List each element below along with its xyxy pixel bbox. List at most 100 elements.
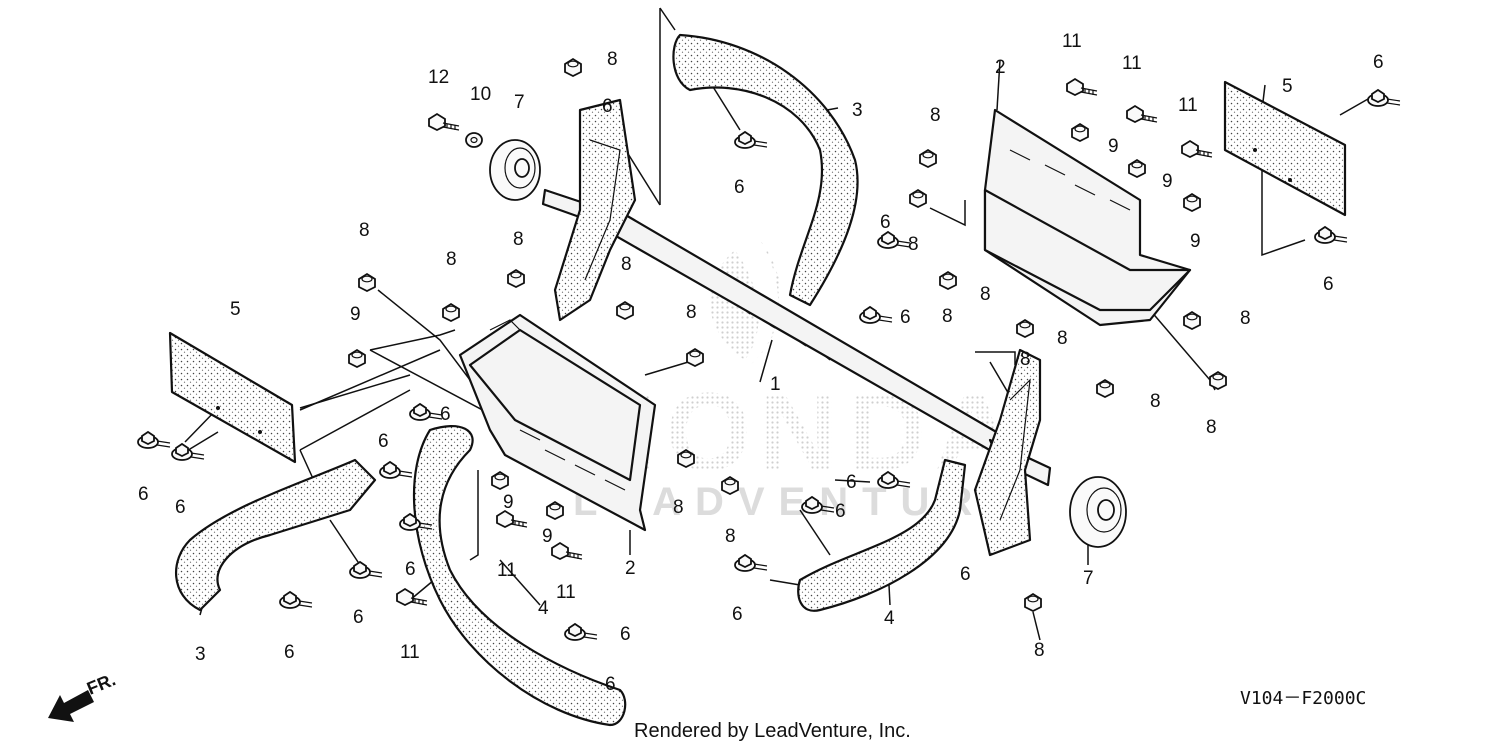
- flange-bolt-6: [1367, 89, 1401, 107]
- callout-6: 6: [1373, 52, 1384, 73]
- bolt-11: [1066, 78, 1098, 96]
- flange-bolt-6: [859, 306, 893, 324]
- callout-1: 1: [770, 374, 781, 395]
- callout-2: 2: [625, 558, 636, 579]
- callout-11: 11: [1122, 53, 1142, 74]
- callout-6: 6: [284, 642, 295, 663]
- callout-6: 6: [138, 484, 149, 505]
- callout-9: 9: [503, 492, 514, 513]
- callout-11: 11: [497, 560, 517, 581]
- pad-5-right: [1223, 80, 1347, 217]
- callout-11: 11: [1062, 31, 1082, 52]
- callout-5: 5: [1282, 76, 1293, 97]
- nut-9: [491, 471, 509, 490]
- callout-2: 2: [995, 57, 1006, 78]
- nut-8: [507, 269, 525, 288]
- flange-bolt-6: [279, 591, 313, 609]
- flange-bolt-6: [137, 431, 171, 449]
- callout-8: 8: [359, 220, 370, 241]
- callout-6: 6: [880, 212, 891, 233]
- callout-7: 7: [1083, 568, 1094, 589]
- nut-9: [1183, 193, 1201, 212]
- callout-5: 5: [230, 299, 241, 320]
- callout-8: 8: [942, 306, 953, 327]
- callout-8: 8: [1020, 349, 1031, 370]
- callout-11: 11: [400, 642, 420, 663]
- auger-blade-4-right: [797, 458, 967, 612]
- callout-6: 6: [405, 559, 416, 580]
- nut-8: [1024, 593, 1042, 612]
- callout-8: 8: [1150, 391, 1161, 412]
- housing-2-center: [458, 313, 657, 532]
- nut-8: [721, 476, 739, 495]
- flange-bolt-6: [349, 561, 383, 579]
- callout-6: 6: [378, 431, 389, 452]
- bearing-7-top: [489, 139, 541, 201]
- nut-9: [1071, 123, 1089, 142]
- bolt-12: [428, 113, 460, 131]
- flange-bolt-6: [734, 554, 768, 572]
- flange-bolt-6: [877, 231, 911, 249]
- callout-6: 6: [732, 604, 743, 625]
- nut-8: [564, 58, 582, 77]
- front-arrow-icon: [48, 690, 94, 722]
- render-credit: Rendered by LeadVenture, Inc.: [634, 720, 911, 742]
- housing-2-right: [983, 108, 1192, 327]
- callout-8: 8: [686, 302, 697, 323]
- callout-9: 9: [1162, 171, 1173, 192]
- callout-8: 8: [1240, 308, 1251, 329]
- callout-3: 3: [195, 644, 206, 665]
- callout-3: 3: [852, 100, 863, 121]
- callout-6: 6: [960, 564, 971, 585]
- bolt-11: [551, 542, 583, 560]
- bolt-11: [396, 588, 428, 606]
- nut-8: [677, 449, 695, 468]
- callout-6: 6: [734, 177, 745, 198]
- callout-6: 6: [900, 307, 911, 328]
- nut-8: [1183, 311, 1201, 330]
- callout-8: 8: [607, 49, 618, 70]
- callout-9: 9: [542, 526, 553, 547]
- front-direction: FR.: [48, 669, 118, 722]
- callout-6: 6: [620, 624, 631, 645]
- callout-6: 6: [440, 404, 451, 425]
- callout-6: 6: [835, 501, 846, 522]
- bearing-7-bottom: [1069, 476, 1127, 548]
- bolt-11: [1181, 140, 1213, 158]
- nut-8: [919, 149, 937, 168]
- callout-8: 8: [446, 249, 457, 270]
- nut-8: [939, 271, 957, 290]
- auger-blade-3-left: [175, 458, 377, 612]
- callout-6: 6: [1323, 274, 1334, 295]
- callout-12: 12: [428, 67, 449, 88]
- nut-9: [348, 349, 366, 368]
- pad-5-left: [168, 331, 297, 464]
- callout-6: 6: [175, 497, 186, 518]
- callout-11: 11: [556, 582, 576, 603]
- auger-blade-3-top: [672, 33, 859, 307]
- callout-6: 6: [846, 472, 857, 493]
- nut-8: [1016, 319, 1034, 338]
- callout-6: 6: [605, 674, 616, 695]
- nut-9: [546, 501, 564, 520]
- diagram-code: V104－F2000C: [1240, 688, 1366, 709]
- callout-10: 10: [470, 84, 491, 105]
- callout-9: 9: [1190, 231, 1201, 252]
- nut-8: [1096, 379, 1114, 398]
- bolt-11: [1126, 105, 1158, 123]
- callout-9: 9: [1108, 136, 1119, 157]
- callout-8: 8: [725, 526, 736, 547]
- callout-9: 9: [350, 304, 361, 325]
- callout-8: 8: [673, 497, 684, 518]
- nut-9: [1128, 159, 1146, 178]
- flange-bolt-6: [734, 131, 768, 149]
- callout-8: 8: [980, 284, 991, 305]
- callout-8: 8: [930, 105, 941, 126]
- callout-6: 6: [353, 607, 364, 628]
- auger-hub-left: [553, 98, 637, 322]
- callout-8: 8: [1034, 640, 1045, 661]
- callout-8: 8: [908, 234, 919, 255]
- flange-bolt-6: [1314, 226, 1348, 244]
- callout-8: 8: [1057, 328, 1068, 349]
- flange-bolt-6: [379, 461, 413, 479]
